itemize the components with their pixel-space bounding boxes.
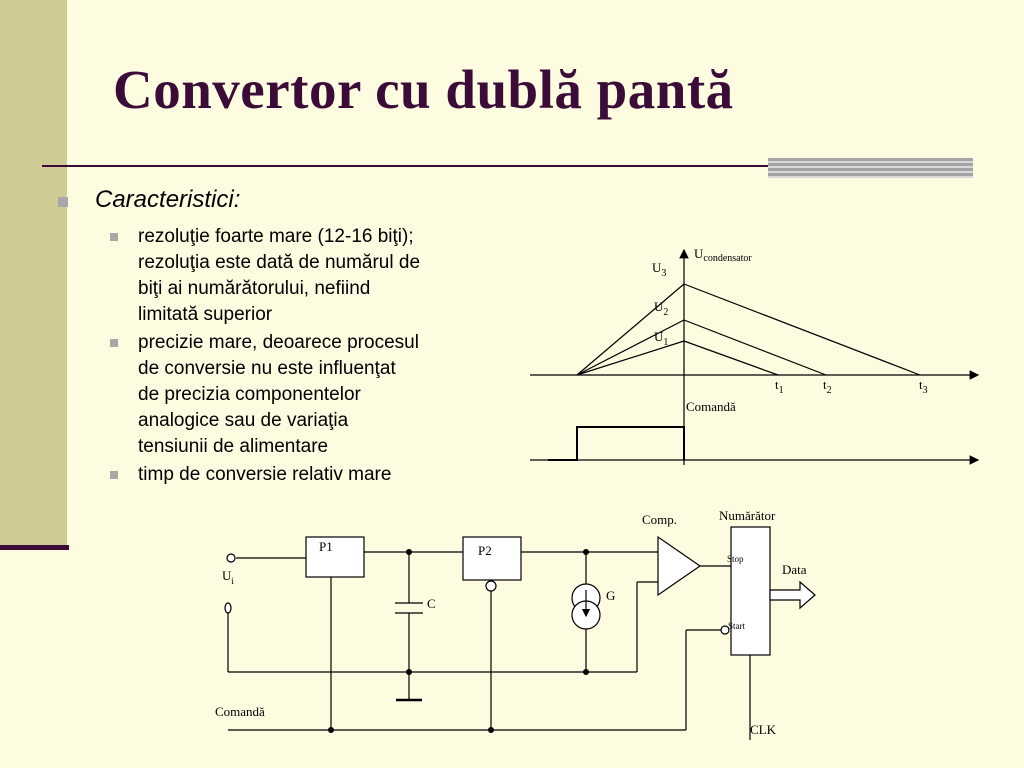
data-label: Data (782, 562, 807, 577)
ramp-down-1 (683, 340, 779, 376)
start-label: Start (728, 621, 745, 631)
bullet-line: analogice sau de variaţia (138, 410, 349, 431)
stop-label: Stop (727, 554, 744, 564)
left-decor-line (0, 545, 69, 550)
input-label: Ui (222, 568, 234, 586)
left-decor-band (0, 0, 67, 547)
slide-title: Convertor cu dublă pantă (113, 59, 734, 120)
ramp-down-2 (683, 319, 827, 376)
ramp-up-3 (576, 283, 685, 376)
ramp-down-3 (683, 283, 921, 376)
square-bullet-icon (110, 471, 118, 479)
level-label-u1: U1 (654, 329, 668, 348)
square-bullet-icon (110, 233, 118, 241)
junction-dot (488, 727, 494, 733)
bullet-list: rezoluţie foarte mare (12-16 biţi); rezo… (110, 224, 490, 490)
title-divider-accent (768, 158, 973, 178)
bullet-item: precizie mare, deoarece procesul de conv… (110, 330, 490, 460)
input-terminal-top (226, 553, 236, 563)
data-output-arrow (769, 580, 816, 610)
bullet-item: rezoluţie foarte mare (12-16 biţi); rezo… (110, 224, 490, 328)
counter-label: Numărător (719, 508, 776, 523)
level-label-u2: U2 (654, 299, 668, 318)
bullet-line: rezoluţie foarte mare (12-16 biţi); (138, 226, 414, 247)
section-heading: Caracteristici: (95, 186, 241, 213)
square-bullet-icon (110, 339, 118, 347)
junction-dot (583, 669, 589, 675)
comparator-symbol (657, 535, 702, 597)
ramp-up-1 (576, 340, 685, 376)
start-bubble (720, 625, 730, 635)
capacitor-label: C (427, 596, 436, 611)
bullet-line: timp de conversie relativ mare (138, 464, 392, 485)
bullet-line: tensiunii de alimentare (138, 436, 329, 457)
current-source-circle (571, 600, 601, 630)
switch-p1 (305, 536, 365, 578)
bullet-line: biţi ai numărătorului, nefiind (138, 278, 371, 299)
ramp-up-2 (576, 319, 685, 376)
input-terminal-bottom (224, 602, 232, 614)
bullet-line: rezoluţia este dată de numărul de (138, 252, 421, 273)
bullet-item: timp de conversie relativ mare (110, 462, 490, 488)
comparator-label: Comp. (642, 512, 677, 527)
level-label-u3: U3 (652, 260, 666, 279)
switch-p2 (462, 536, 522, 581)
p2-control-bubble (485, 580, 497, 592)
time-label-t2: t2 (823, 377, 832, 396)
counter-block (730, 526, 771, 656)
graph-command-label: Comandă (686, 399, 736, 414)
bullet-line: limitată superior (138, 304, 273, 325)
bullet-line: de conversie nu este influenţat (138, 358, 396, 379)
time-label-t3: t3 (919, 377, 928, 396)
junction-dot (406, 669, 412, 675)
bullet-line: de precizia componentelor (138, 384, 361, 405)
title-divider (42, 165, 973, 167)
current-source-circle (571, 583, 601, 613)
junction-dot (328, 727, 334, 733)
time-label-t1: t1 (775, 377, 784, 396)
clk-label: CLK (750, 722, 777, 737)
junction-dot (583, 549, 589, 555)
heading-bullet-icon (58, 197, 68, 207)
bullet-line: precizie mare, deoarece procesul (138, 332, 419, 353)
p2-label: P2 (478, 543, 492, 558)
command-label: Comandă (215, 704, 265, 719)
p1-label: P1 (319, 539, 333, 554)
y-axis-label: Ucondensator (694, 246, 752, 264)
command-pulse (548, 426, 685, 461)
current-source-label: G (606, 588, 615, 603)
junction-dot (406, 549, 412, 555)
